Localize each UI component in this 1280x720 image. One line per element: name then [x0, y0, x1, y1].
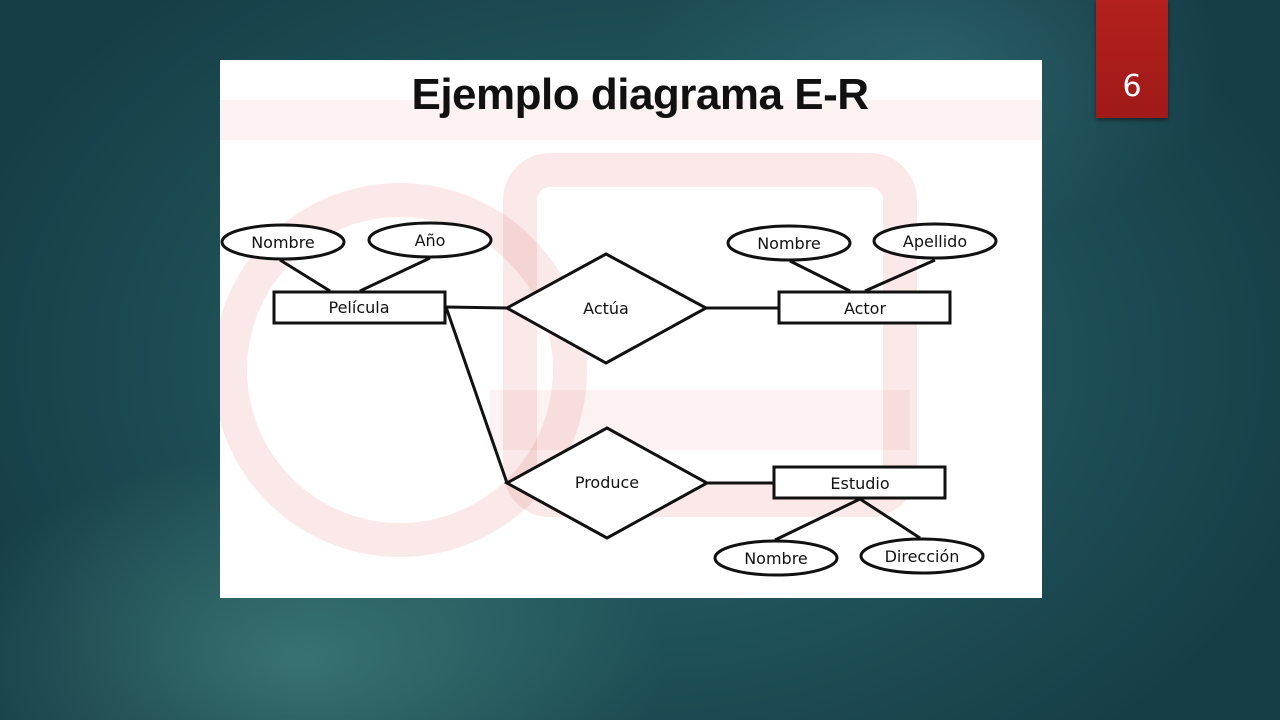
relationship-produce: [503, 426, 711, 540]
entity-actor: [777, 290, 952, 325]
relationship-produce-label: Produce: [575, 473, 639, 492]
attribute-actor-apellido-label: Apellido: [903, 232, 967, 251]
entity-pelicula-label: Película: [329, 298, 390, 317]
attribute-actor-nombre: [726, 224, 852, 262]
attribute-actor-nombre-label: Nombre: [757, 234, 821, 253]
entity-estudio: [772, 465, 947, 500]
attribute-estudio-direccion-label: Dirección: [885, 547, 960, 566]
connector-estudio-direccion: [859, 497, 921, 540]
connector-actor-apellido: [864, 258, 936, 293]
page-number-tab: 6: [1096, 0, 1168, 118]
relationship-actua: [503, 252, 710, 365]
slide-content-frame: Ejemplo diagrama E-R: [220, 60, 1042, 598]
relationship-actua-label: Actúa: [583, 299, 629, 318]
entity-actor-label: Actor: [844, 299, 887, 318]
attribute-estudio-direccion: [859, 537, 985, 575]
connector-pelicula-actua: [444, 305, 508, 310]
attribute-estudio-nombre: [713, 539, 839, 577]
connector-pelicula-nombre: [279, 258, 331, 293]
slide-title: Ejemplo diagrama E-R: [411, 70, 869, 119]
er-diagram: Nombre Año Nombre Apellido Nombre Direcc…: [220, 221, 998, 577]
attribute-pelicula-anio-label: Año: [415, 231, 446, 250]
attribute-pelicula-nombre: [220, 223, 346, 261]
connector-actor-nombre: [789, 259, 851, 293]
page-number: 6: [1122, 69, 1142, 104]
connector-estudio-nombre: [774, 497, 861, 542]
watermark-logo: [220, 100, 1042, 557]
attribute-pelicula-nombre-label: Nombre: [251, 233, 315, 252]
entity-estudio-label: Estudio: [830, 474, 889, 493]
attribute-pelicula-anio: [367, 221, 493, 259]
entity-pelicula: [272, 290, 447, 325]
attribute-estudio-nombre-label: Nombre: [744, 549, 808, 568]
connector-pelicula-anio: [359, 256, 431, 293]
attribute-actor-apellido: [872, 222, 998, 260]
connector-pelicula-produce: [444, 306, 509, 484]
